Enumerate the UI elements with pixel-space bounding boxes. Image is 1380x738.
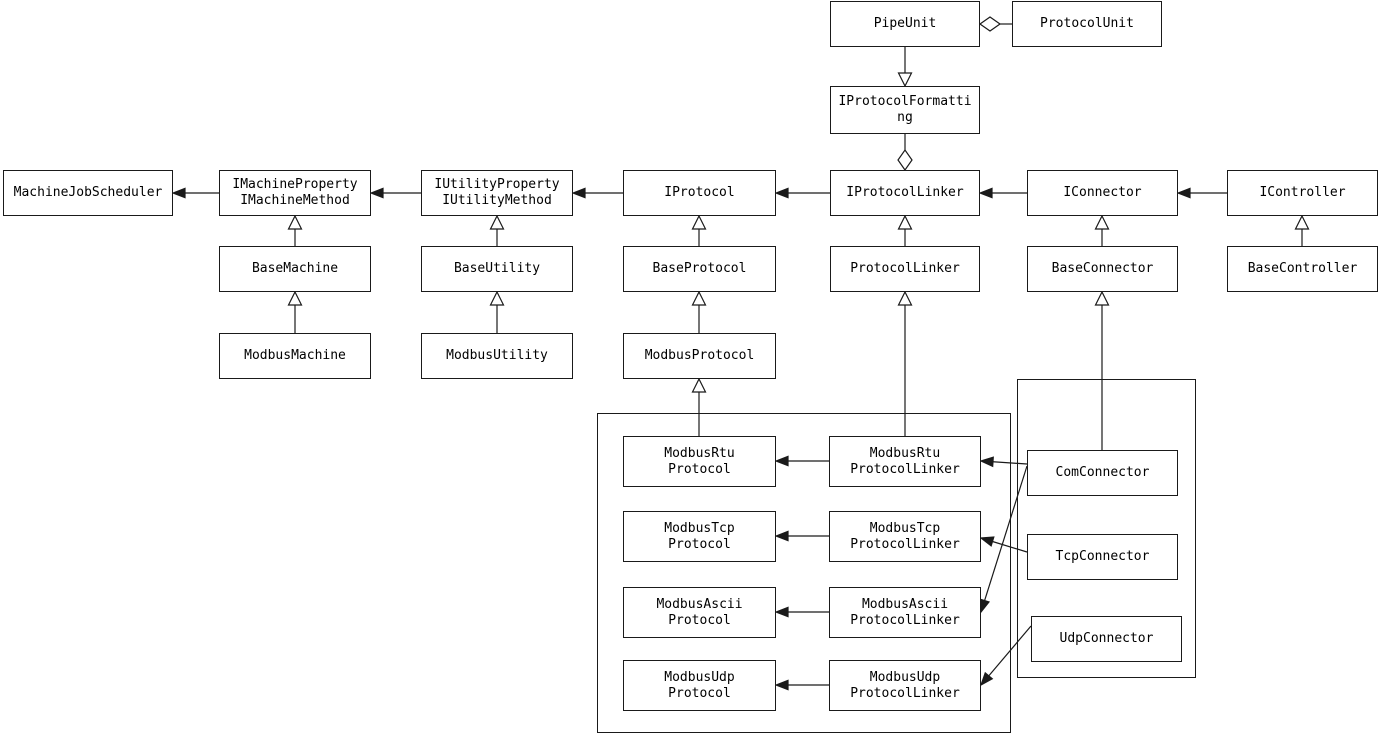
edge-pipeunit-protocolunit <box>978 16 1012 32</box>
arrowhead-filled <box>171 187 186 199</box>
arrowhead-filled <box>571 187 586 199</box>
edge-iconnector-iprotocollinker <box>978 187 1027 199</box>
class-box-ModbusTcpProtocol[interactable]: ModbusTcp Protocol <box>623 511 776 562</box>
class-box-ComConnector[interactable]: ComConnector <box>1027 450 1178 496</box>
class-box-UdpConnector[interactable]: UdpConnector <box>1031 616 1182 662</box>
triangle-hollow <box>1094 214 1110 230</box>
triangle-hollow <box>489 290 505 306</box>
triangle-hollow <box>897 290 913 306</box>
class-box-ProtocolLinker[interactable]: ProtocolLinker <box>830 246 980 292</box>
edge-pipeunit-iprotocolformatting <box>897 47 913 88</box>
edge-modbusmachine-basemachine <box>287 290 303 333</box>
edge-iutility-imachine <box>369 187 421 199</box>
class-box-IProtocolFormatting[interactable]: IProtocolFormatti ng <box>830 86 980 134</box>
class-box-ModbusAsciiProtocolLinker[interactable]: ModbusAscii ProtocolLinker <box>829 587 981 638</box>
triangle-hollow <box>287 290 303 306</box>
triangle-hollow <box>691 377 707 393</box>
arrowhead-filled <box>774 187 789 199</box>
class-box-ModbusProtocol[interactable]: ModbusProtocol <box>623 333 776 379</box>
triangle-hollow <box>691 290 707 306</box>
edge-iprotocollinker-iprotocol <box>774 187 830 199</box>
edge-basecontroller-icontroller <box>1294 214 1310 246</box>
class-box-BaseUtility[interactable]: BaseUtility <box>421 246 573 292</box>
class-box-ModbusUtility[interactable]: ModbusUtility <box>421 333 573 379</box>
triangle-hollow <box>287 214 303 230</box>
triangle-hollow <box>489 214 505 230</box>
class-box-IProtocolLinker[interactable]: IProtocolLinker <box>830 170 980 216</box>
arrowhead-filled <box>978 187 993 199</box>
edge-modbusprotocol-baseprotocol <box>691 290 707 333</box>
arrowhead-filled <box>369 187 384 199</box>
class-box-IConnector[interactable]: IConnector <box>1027 170 1178 216</box>
class-box-ProtocolUnit[interactable]: ProtocolUnit <box>1012 1 1162 47</box>
class-box-ModbusUdpProtocolLinker[interactable]: ModbusUdp ProtocolLinker <box>829 660 981 711</box>
edge-iprotocol-iutility <box>571 187 623 199</box>
class-box-ModbusAsciiProtocol[interactable]: ModbusAscii Protocol <box>623 587 776 638</box>
edge-baseprotocol-iprotocol <box>691 214 707 246</box>
edge-iprotocolformatting-linker <box>897 134 913 172</box>
diamond-hollow <box>978 16 1002 32</box>
edge-baseutility-iutility <box>489 214 505 246</box>
class-box-TcpConnector[interactable]: TcpConnector <box>1027 534 1178 580</box>
class-box-ModbusMachine[interactable]: ModbusMachine <box>219 333 371 379</box>
edge-basemachine-imachine <box>287 214 303 246</box>
edge-imachine-machinejob <box>171 187 219 199</box>
class-box-ModbusTcpProtocolLinker[interactable]: ModbusTcp ProtocolLinker <box>829 511 981 562</box>
class-box-MachineJobScheduler[interactable]: MachineJobScheduler <box>3 170 173 216</box>
class-box-BaseConnector[interactable]: BaseConnector <box>1027 246 1178 292</box>
triangle-hollow <box>1094 290 1110 306</box>
triangle-hollow <box>1294 214 1310 230</box>
class-box-ModbusRtuProtocolLinker[interactable]: ModbusRtu ProtocolLinker <box>829 436 981 487</box>
edge-baseconnector-iconnector <box>1094 214 1110 246</box>
edge-protocollinker-iprotocollinker <box>897 214 913 246</box>
arrowhead-filled <box>1176 187 1191 199</box>
class-box-IUtilityProperty[interactable]: IUtilityProperty IUtilityMethod <box>421 170 573 216</box>
class-box-ModbusRtuProtocol[interactable]: ModbusRtu Protocol <box>623 436 776 487</box>
class-box-ModbusUdpProtocol[interactable]: ModbusUdp Protocol <box>623 660 776 711</box>
triangle-hollow <box>691 214 707 230</box>
edge-modbusutility-baseutility <box>489 290 505 333</box>
triangle-hollow <box>897 214 913 230</box>
class-box-IController[interactable]: IController <box>1227 170 1378 216</box>
class-box-IMachineProperty[interactable]: IMachineProperty IMachineMethod <box>219 170 371 216</box>
diamond-hollow <box>897 148 913 172</box>
class-box-IProtocol[interactable]: IProtocol <box>623 170 776 216</box>
edge-icontroller-iconnector <box>1176 187 1227 199</box>
class-box-PipeUnit[interactable]: PipeUnit <box>830 1 980 47</box>
class-box-BaseProtocol[interactable]: BaseProtocol <box>623 246 776 292</box>
class-box-BaseController[interactable]: BaseController <box>1227 246 1378 292</box>
triangle-hollow <box>897 72 913 88</box>
class-box-BaseMachine[interactable]: BaseMachine <box>219 246 371 292</box>
